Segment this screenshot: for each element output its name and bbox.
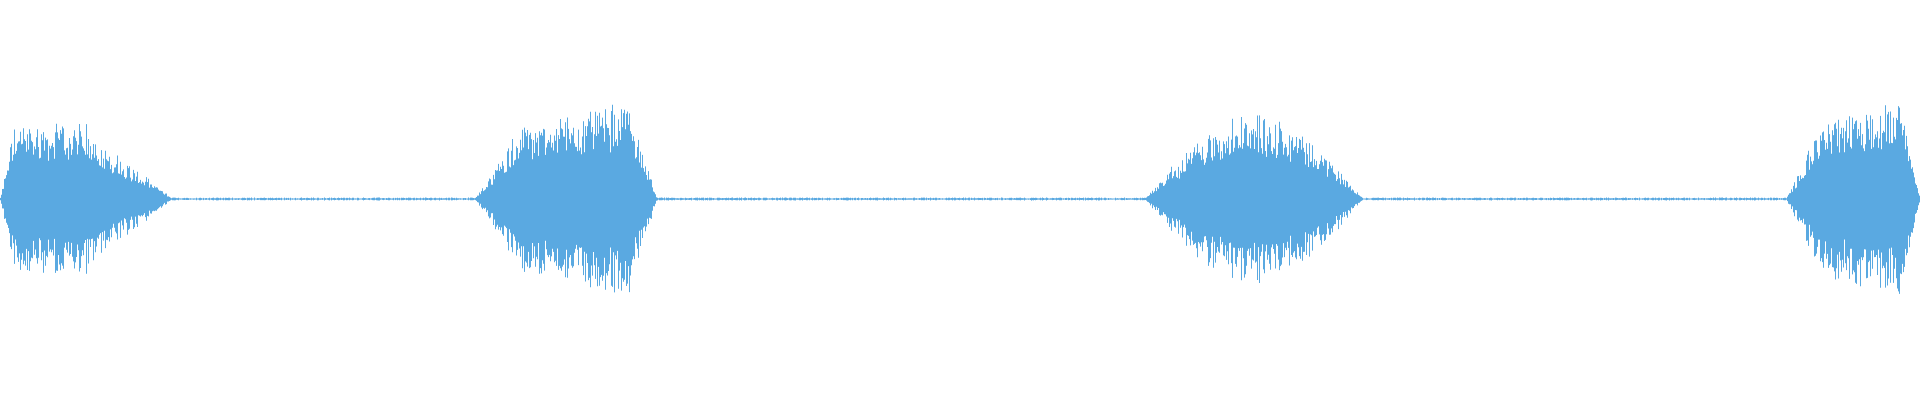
waveform-samples — [0, 104, 1920, 294]
